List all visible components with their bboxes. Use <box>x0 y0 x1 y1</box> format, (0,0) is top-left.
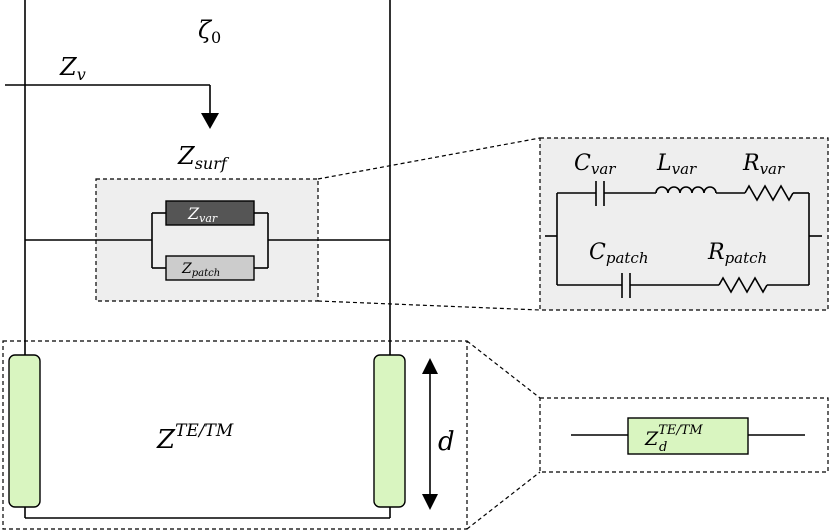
circuit-panel <box>539 137 829 311</box>
cpatch-label: Cpatch <box>589 240 648 267</box>
zoom-line-2-bottom <box>466 471 541 530</box>
lvar-label: Lvar <box>656 151 697 178</box>
rvar-label: Rvar <box>742 151 785 178</box>
zoom-line-bottom <box>317 300 541 311</box>
thickness-arrow-down <box>422 494 438 510</box>
substrate-panel <box>2 340 468 530</box>
left-dielectric-slab <box>8 354 41 508</box>
rpatch-label: Rpatch <box>707 240 767 267</box>
zeta-label: ζ0 <box>198 16 221 47</box>
d-label: d <box>438 427 455 457</box>
rpatch-resistor <box>718 276 768 294</box>
right-dielectric-slab <box>373 354 406 508</box>
zvar-box <box>165 200 255 226</box>
zvar-label: Zvar <box>187 204 218 225</box>
zsurf-label: Zsurf <box>177 142 230 173</box>
rvar-resistor <box>744 184 794 202</box>
zpatch-box <box>165 255 255 281</box>
zv-label: Zv <box>59 53 86 84</box>
zoom-line-2-top <box>466 340 541 399</box>
zpatch-label: Zpatch <box>181 261 220 279</box>
zd-panel <box>539 397 829 473</box>
zoom-line-top <box>317 137 541 180</box>
zd-box <box>627 417 749 455</box>
lvar-inductor <box>655 186 717 194</box>
thickness-arrow-up <box>422 358 438 374</box>
zte-label: ZTE/TM <box>156 421 234 455</box>
zv-arrow-head <box>201 113 219 129</box>
cvar-label: Cvar <box>574 151 616 178</box>
